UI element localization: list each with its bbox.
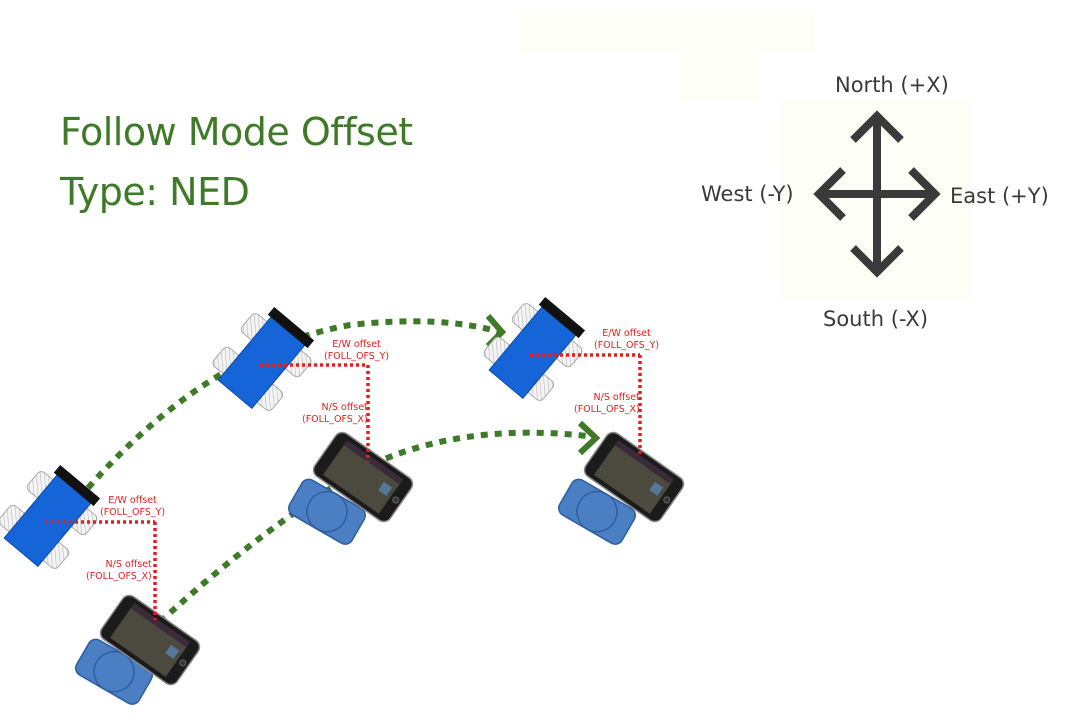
ew-offset-label-line2: (FOLL_OFS_Y) (100, 507, 166, 518)
ns-offset-label: N/S offset (FOLL_OFS_X) (574, 392, 640, 416)
ew-offset-label-line1: E/W offset (108, 495, 157, 506)
compass-south-label: South (-X) (823, 307, 929, 331)
ns-offset-label-line1: N/S offset (105, 559, 152, 570)
ns-offset-label-line2: (FOLL_OFS_X) (574, 404, 640, 415)
rover-vehicle (476, 288, 595, 410)
ew-offset-label-line1: E/W offset (332, 339, 381, 350)
ns-offset-label-line1: N/S offset (321, 402, 368, 413)
ew-offset-label: E/W offset (FOLL_OFS_Y) (324, 339, 389, 363)
offset-lines (45, 520, 157, 620)
user-path-arrowhead-icon (577, 420, 601, 456)
compass-west-label: West (-Y) (701, 182, 794, 206)
ew-offset-label: E/W offset (FOLL_OFS_Y) (100, 495, 165, 519)
background-patch (680, 40, 760, 100)
compass-north-label: North (+X) (835, 73, 949, 97)
ew-offset-label-line1: E/W offset (602, 328, 651, 339)
compass-arrows-icon (813, 110, 941, 278)
user-path (157, 429, 596, 625)
ns-offset-label-line2: (FOLL_OFS_X) (86, 571, 152, 582)
rover-vehicle (205, 298, 324, 420)
offset-lines (530, 353, 642, 455)
diagram-title-line1: Follow Mode Offset (60, 110, 413, 154)
ew-offset-label-line2: (FOLL_OFS_Y) (324, 351, 390, 362)
ns-offset-label-line1: N/S offset (593, 392, 640, 403)
ns-offset-label: N/S offset (FOLL_OFS_X) (86, 559, 152, 583)
ew-offset-label: E/W offset (FOLL_OFS_Y) (594, 328, 659, 352)
diagram-title-line2: Type: NED (60, 170, 250, 214)
background-patch (520, 10, 815, 52)
ns-offset-label: N/S offset (FOLL_OFS_X) (302, 402, 368, 426)
compass-east-label: East (+Y) (950, 184, 1049, 208)
ew-offset-label-line2: (FOLL_OFS_Y) (594, 340, 660, 351)
ns-offset-label-line2: (FOLL_OFS_X) (302, 414, 368, 425)
offset-lines (260, 363, 370, 462)
